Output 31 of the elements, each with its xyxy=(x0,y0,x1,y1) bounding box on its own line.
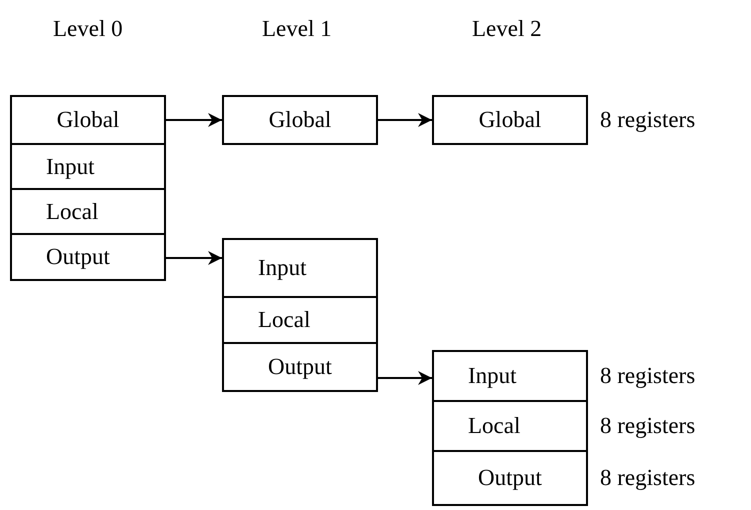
register-count: 8 registers xyxy=(600,413,696,439)
register-box xyxy=(222,95,378,145)
register-name: Local xyxy=(468,413,520,439)
register-name: Global xyxy=(478,107,542,133)
register-name: Input xyxy=(468,363,517,389)
register-box xyxy=(10,233,166,281)
arrow xyxy=(378,371,432,385)
register-box xyxy=(222,342,378,392)
register-name: Output xyxy=(46,244,110,270)
register-name: Global xyxy=(56,107,120,133)
register-name: Input xyxy=(258,255,307,281)
register-box xyxy=(222,238,378,298)
register-count: 8 registers xyxy=(600,363,696,389)
register-count: 8 registers xyxy=(600,107,696,133)
level-heading: Level 2 xyxy=(472,16,542,42)
register-box xyxy=(222,296,378,344)
register-name: Output xyxy=(478,465,542,491)
arrow xyxy=(166,113,222,127)
register-box xyxy=(10,95,166,145)
arrow xyxy=(166,251,222,265)
register-name: Local xyxy=(46,198,98,224)
register-count: 8 registers xyxy=(600,465,696,491)
level-heading: Level 0 xyxy=(53,16,123,42)
register-name: Global xyxy=(268,107,332,133)
register-name: Local xyxy=(258,307,310,333)
register-name: Output xyxy=(268,354,332,380)
level-heading: Level 1 xyxy=(262,16,332,42)
register-box xyxy=(10,143,166,190)
arrow xyxy=(378,113,432,127)
register-name: Input xyxy=(46,154,95,180)
register-box xyxy=(10,188,166,235)
